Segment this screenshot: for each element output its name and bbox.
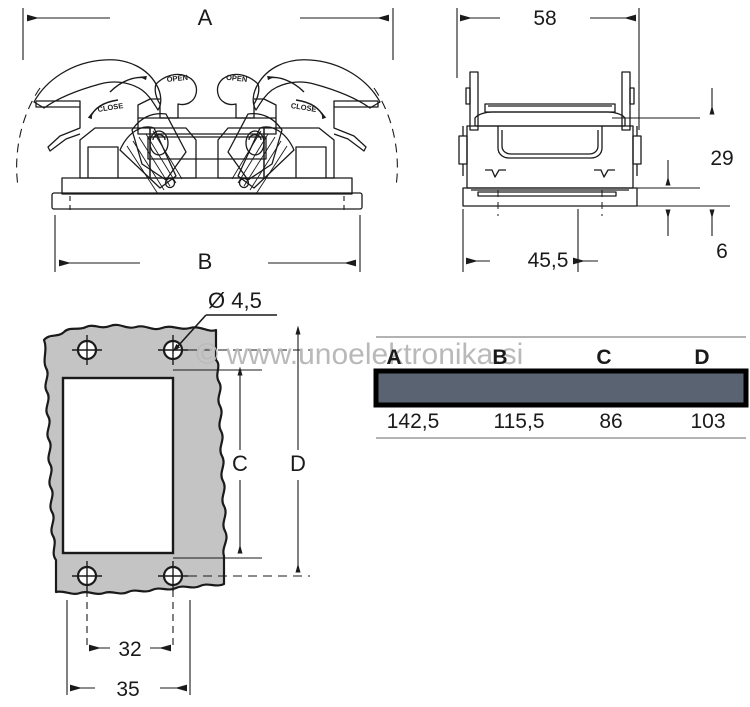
panel-cutout-view: Ø 4,5 C D xyxy=(42,288,310,701)
swing-arc-guides xyxy=(16,87,398,187)
table-header-D: D xyxy=(694,346,709,369)
side-view: 58 xyxy=(456,7,734,272)
table-row-highlight-bar[interactable] xyxy=(373,368,749,408)
dimension-label-A: A xyxy=(198,5,213,30)
table-header-A: A xyxy=(386,346,401,369)
panel-cutout-window xyxy=(61,376,175,555)
dimension-table: A B C D 142,5 115,5 86 103 xyxy=(373,336,749,439)
front-view: A xyxy=(16,5,398,274)
dimension-label-D: D xyxy=(290,451,306,476)
close-label-left: CLOSE xyxy=(97,101,124,114)
table-cell-D: 103 xyxy=(690,410,725,433)
dimension-label-6: 6 xyxy=(716,240,728,263)
table-header-B: B xyxy=(492,346,507,369)
table-cell-A: 142,5 xyxy=(387,410,440,433)
table-cell-B: 115,5 xyxy=(494,410,545,433)
dimension-32: 32 xyxy=(89,638,171,661)
dimension-label-C: C xyxy=(232,451,248,476)
dimension-label-32: 32 xyxy=(118,638,141,661)
dimension-label-B: B xyxy=(198,249,213,274)
side-body-outline xyxy=(458,71,642,207)
dimension-6: 6 xyxy=(612,205,730,263)
hole-diameter-callout: Ø 4,5 xyxy=(172,288,277,353)
dimension-29: 29 xyxy=(612,88,734,189)
dimension-D: D xyxy=(290,325,306,573)
bottom-extension-lines xyxy=(66,590,191,695)
mounting-hole-top-left xyxy=(72,335,102,365)
open-label-left: OPEN xyxy=(166,73,188,84)
dimension-35: 35 xyxy=(70,678,187,701)
dimension-B: B xyxy=(54,196,361,274)
cutout-reference-lines xyxy=(173,349,310,577)
hood-body-outline xyxy=(33,59,381,210)
dimension-label-35: 35 xyxy=(116,678,139,701)
dimension-label-45-5: 45,5 xyxy=(528,249,569,272)
dimension-label-29: 29 xyxy=(710,147,733,170)
side-view-centerlines xyxy=(497,111,603,216)
site-watermark: © www.unoelektronika.si xyxy=(196,338,523,371)
open-label-right: OPEN xyxy=(226,73,248,84)
table-cell-C: 86 xyxy=(599,410,622,433)
dimension-C: C xyxy=(232,366,248,554)
hole-diameter-label: Ø 4,5 xyxy=(208,288,262,313)
dimension-label-58: 58 xyxy=(533,7,556,30)
table-header-C: C xyxy=(596,346,611,369)
lever-motion-indicators: OPEN OPEN CLOSE CLOSE xyxy=(87,73,327,120)
dimension-58: 58 xyxy=(456,7,640,130)
close-label-right: CLOSE xyxy=(290,101,317,114)
dimension-A: A xyxy=(22,5,394,60)
dimension-45-5: 45,5 xyxy=(462,209,598,272)
mounting-hole-bottom-left xyxy=(72,561,102,591)
